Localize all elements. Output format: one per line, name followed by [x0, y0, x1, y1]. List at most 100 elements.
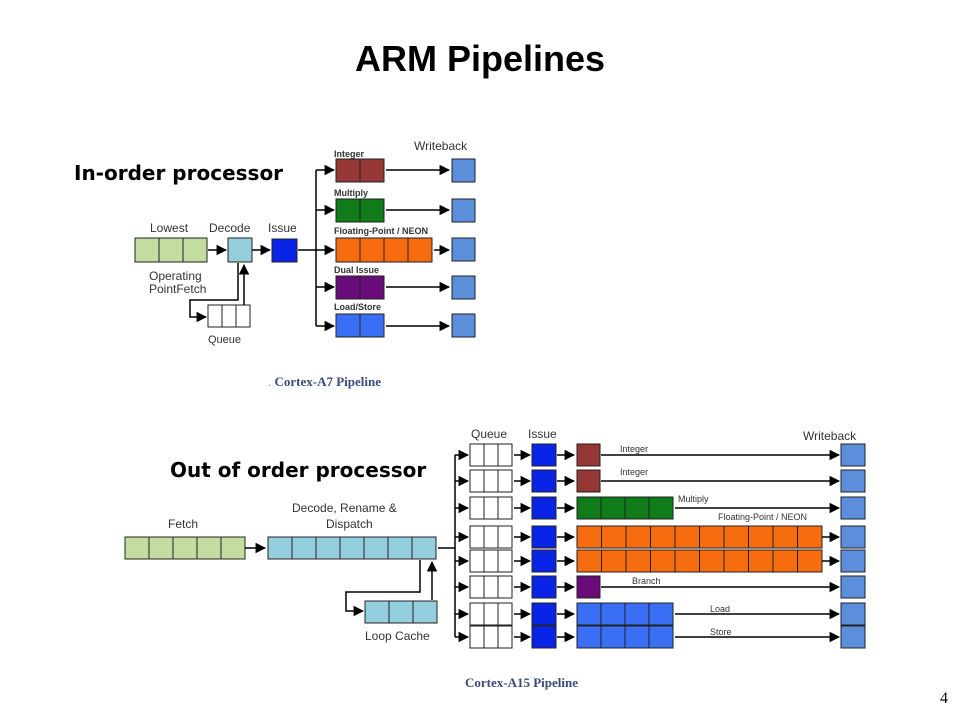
a15-fp-neon-b-cell	[748, 549, 774, 573]
a15-loop-cache-label: Loop Cache	[365, 629, 430, 643]
a15-caption: Cortex-A15 Pipeline	[465, 675, 579, 690]
a7-fp-neon-cell	[335, 237, 361, 263]
a7-writeback-cell	[451, 237, 476, 262]
a7-fp-neon-cell	[359, 237, 385, 263]
a15-queue-cell	[469, 443, 485, 467]
a15-fetch-cell	[220, 536, 246, 560]
a15-writeback-cell	[840, 549, 866, 573]
a7-load-store-label: Load/Store	[334, 302, 381, 312]
a15-fp-neon-label: Floating-Point / NEON	[718, 512, 807, 522]
a7-integer-cell	[335, 158, 361, 183]
a15-queue-cell	[497, 469, 513, 493]
a15-writeback-cell	[840, 496, 866, 520]
a15-multiply-cell	[576, 496, 602, 520]
a15-integer2-label: Integer	[620, 467, 648, 477]
a15-issue-cell	[531, 549, 557, 573]
a7-queue-cell	[207, 304, 223, 328]
a15-queue-cell	[483, 496, 499, 520]
a15-queue-cell	[469, 549, 485, 573]
a15-fp-neon-a-cell	[797, 525, 823, 549]
a15-fp-neon-a-cell	[601, 525, 627, 549]
a15-fp-neon-b-cell	[772, 549, 798, 573]
a15-fp-neon-a-cell	[625, 525, 651, 549]
a15-writeback-cell	[840, 525, 866, 549]
a15-branch-label: Branch	[632, 576, 661, 586]
a7-fp-neon-label: Floating-Point / NEON	[334, 226, 428, 236]
a7-issue-cell	[271, 238, 298, 263]
a7-integer-label: Integer	[334, 149, 365, 159]
a15-issue-label: Issue	[528, 427, 557, 441]
a7-queue-label: Queue	[208, 334, 241, 346]
a7-fetch-cell	[134, 237, 160, 263]
a15-loop-cache-cell	[388, 600, 414, 624]
a15-fetch-cell	[196, 536, 222, 560]
a15-queue-cell	[483, 469, 499, 493]
a15-queue-cell	[497, 549, 513, 573]
a15-decode-cell	[339, 536, 365, 560]
a7-caption-prefix: .	[268, 374, 272, 389]
a15-queue-cell	[483, 602, 499, 626]
a15-writeback-label: Writeback	[803, 429, 857, 443]
a7-dual-issue-cell	[359, 275, 385, 300]
a7-load-store-cell	[335, 313, 361, 338]
a15-fp-neon-a-cell	[674, 525, 700, 549]
a15-store-cell	[648, 625, 674, 649]
a15-queue-cell	[469, 575, 485, 599]
a15-store-cell	[624, 625, 650, 649]
a15-queue-cell	[497, 496, 513, 520]
a15-queue-cell	[497, 602, 513, 626]
a15-queue-cell	[469, 469, 485, 493]
a15-decode-cell	[267, 536, 293, 560]
a15-fp-neon-b-cell	[576, 549, 602, 573]
a15-queue-cell	[483, 575, 499, 599]
a15-issue-cell	[531, 469, 557, 493]
a15-load-cell	[624, 602, 650, 626]
a7-multiply-cell	[359, 198, 385, 223]
a15-loop-cache-cell	[412, 600, 438, 624]
a15-load-cell	[576, 602, 602, 626]
a7-stage-cells	[134, 158, 476, 338]
a15-issue-cell	[531, 525, 557, 549]
a15-issue-cell	[531, 443, 557, 467]
a15-fp-neon-a-cell	[699, 525, 725, 549]
a15-integer1-label: Integer	[620, 444, 648, 454]
a7-multiply-cell	[335, 198, 361, 223]
a7-multiply-label: Multiply	[334, 188, 368, 198]
a15-load-label: Load	[710, 604, 730, 614]
a15-fetch-cell	[124, 536, 150, 560]
a15-writeback-cell	[840, 575, 866, 599]
a15-decode-cell	[387, 536, 413, 560]
a7-dual-issue-label: Dual Issue	[334, 265, 379, 275]
a15-fetch-cell	[148, 536, 174, 560]
a7-writeback-cell	[451, 198, 476, 223]
a7-pointfetch-label: PointFetch	[149, 282, 206, 296]
a15-queue-cell	[469, 496, 485, 520]
a15-queue-cell	[483, 549, 499, 573]
a7-writeback-cell	[451, 158, 476, 183]
a15-writeback-cell	[840, 443, 866, 467]
slide-title: ARM Pipelines	[354, 38, 606, 79]
a15-fp-neon-a-cell	[576, 525, 602, 549]
a15-fetch-label: Fetch	[168, 517, 198, 531]
a15-store-cell	[576, 625, 602, 649]
a15-writeback-cell	[840, 602, 866, 626]
a15-stage-cells	[124, 443, 866, 649]
a15-multiply-cell	[648, 496, 674, 520]
a15-queue-cell	[469, 625, 485, 649]
a15-fp-neon-b-cell	[723, 549, 749, 573]
a7-connectors	[189, 164, 451, 332]
a7-operating-label: Operating	[149, 269, 202, 283]
a7-fp-neon-cell	[383, 237, 409, 263]
a15-load-cell	[600, 602, 626, 626]
a15-queue-cell	[497, 625, 513, 649]
a15-issue-cell	[531, 575, 557, 599]
a15-issue-cell	[531, 625, 557, 649]
a7-issue-label: Issue	[268, 221, 297, 235]
a15-fp-neon-b-cell	[699, 549, 725, 573]
a15-multiply-label: Multiply	[678, 494, 709, 504]
a7-dual-issue-cell	[335, 275, 361, 300]
a15-store-cell	[600, 625, 626, 649]
a15-queue-cell	[483, 443, 499, 467]
a7-lowest-label: Lowest	[150, 221, 189, 235]
